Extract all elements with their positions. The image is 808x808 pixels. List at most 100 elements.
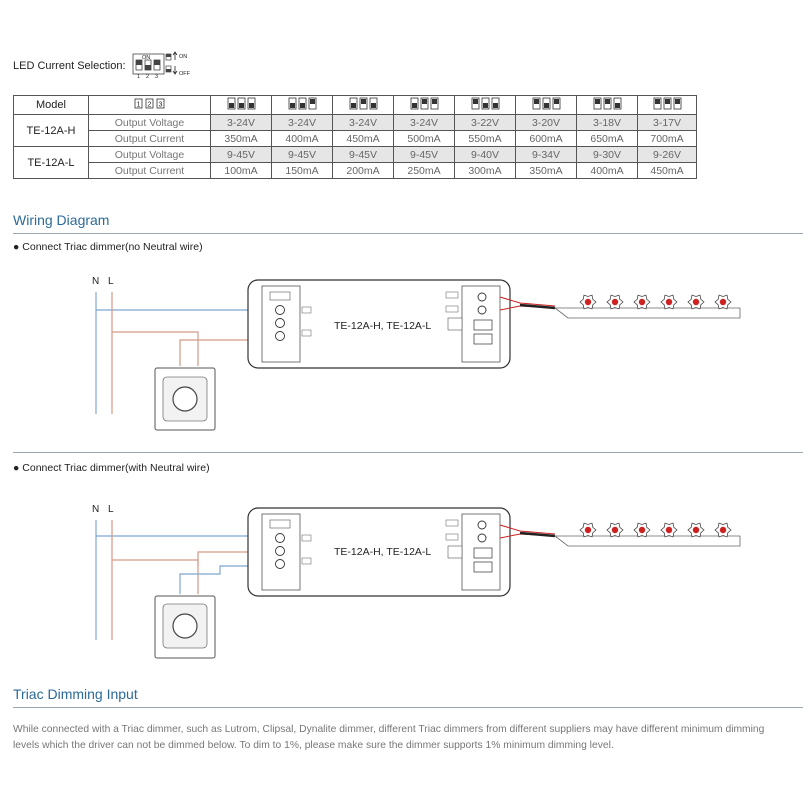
dip-switch-knob — [675, 98, 680, 104]
dip-switch-knob — [615, 102, 620, 108]
current-cell: 450mA — [332, 130, 394, 147]
voltage-cell: 9-45V — [210, 146, 272, 163]
voltage-cell: 9-45V — [393, 146, 455, 163]
dip-switch-numbers-icon: 1 2 3 — [88, 95, 211, 115]
current-cell: 200mA — [332, 162, 394, 179]
dip-switch-on-text: ON — [142, 55, 150, 61]
voltage-cell: 9-30V — [576, 146, 638, 163]
voltage-cell: 9-45V — [271, 146, 333, 163]
dip-switch-number-1: 1 — [137, 74, 140, 80]
diagram2-caption-text: Connect Triac dimmer(with Neutral wire) — [22, 462, 210, 474]
dip-switch-knob — [655, 98, 660, 104]
dip-switch-knob — [665, 98, 670, 104]
led-emitter-core — [665, 298, 673, 306]
dip-switch-knob — [483, 102, 488, 108]
diagram1-caption-text: Connect Triac dimmer(no Neutral wire) — [22, 241, 203, 253]
led-emitter-core — [719, 298, 727, 306]
triac-dimmer — [154, 595, 216, 659]
dip-setting-icon — [576, 95, 638, 115]
wiring-diagram-title: Wiring Diagram — [13, 212, 110, 228]
current-cell: 550mA — [454, 130, 516, 147]
voltage-cell: 3-17V — [637, 114, 697, 131]
voltage-cell: 9-34V — [515, 146, 577, 163]
current-cell: 150mA — [271, 162, 333, 179]
dip-switch-knob — [239, 102, 244, 108]
current-cell: 600mA — [515, 130, 577, 147]
neutral-wire — [95, 520, 263, 640]
model-te-12a-h: TE-12A-H — [13, 114, 89, 147]
led-driver-unit: TE-12A-H, TE-12A-L — [247, 507, 511, 597]
wiring-diagram-with-neutral: N L TE-12A-H, TE-12A-L — [92, 504, 741, 659]
dip-switch-knob — [371, 102, 376, 108]
voltage-cell: 3-22V — [454, 114, 516, 131]
output-current-label: Output Current — [88, 130, 211, 147]
voltage-cell: 9-26V — [637, 146, 697, 163]
diagram1-caption: ● Connect Triac dimmer(no Neutral wire) — [13, 241, 203, 253]
dip-switch-number-3: 3 — [155, 74, 158, 80]
n-label: N — [92, 504, 99, 515]
led-emitter-core — [611, 298, 619, 306]
diagram2-caption: ● Connect Triac dimmer(with Neutral wire… — [13, 462, 210, 474]
dip-switch-knob — [544, 102, 549, 108]
current-cell: 700mA — [637, 130, 697, 147]
dip-switch-knob — [290, 102, 295, 108]
table-header-row: Model 1 2 3 — [13, 95, 697, 115]
dimmed-live-wire — [197, 551, 263, 566]
dip-switch-knob — [534, 98, 539, 104]
dip-setting-icon — [515, 95, 577, 115]
current-cell: 100mA — [210, 162, 272, 179]
current-cell: 450mA — [637, 162, 697, 179]
section-divider — [13, 707, 803, 708]
spec-table: Model 1 2 3 TE-12A-H Output Voltage 3-24… — [13, 95, 697, 179]
voltage-cell: 9-45V — [332, 146, 394, 163]
table-row: Output Current 100mA 150mA 200mA 250mA 3… — [14, 162, 697, 179]
section-divider — [13, 233, 803, 234]
current-cell: 400mA — [271, 130, 333, 147]
dip-switch-knob — [310, 98, 315, 104]
output-current-label: Output Current — [88, 162, 211, 179]
led-emitter-core — [584, 298, 592, 306]
dip-switch-knob — [351, 102, 356, 108]
led-current-selection-label: LED Current Selection: — [13, 60, 126, 72]
dip-switch-knob — [412, 102, 417, 108]
triac-dimming-paragraph: While connected with a Triac dimmer, suc… — [13, 724, 765, 751]
voltage-cell: 3-24V — [271, 114, 333, 131]
header-switch-2: 2 — [147, 101, 151, 108]
led-emitter-core — [611, 526, 619, 534]
dip-switch-knob — [229, 102, 234, 108]
neutral-wire — [95, 292, 263, 414]
header-switch-1: 1 — [136, 101, 140, 108]
dip-setting-icon — [210, 95, 272, 115]
dip-switch-knob — [595, 98, 600, 104]
dip-switch-knob — [605, 98, 610, 104]
dip-setting-icon — [393, 95, 455, 115]
dimmed-live-wire — [179, 339, 263, 366]
triac-dimming-title: Triac Dimming Input — [13, 686, 138, 702]
led-strip — [553, 307, 741, 319]
dip-setting-icon — [454, 95, 516, 115]
header-switch-3: 3 — [158, 101, 162, 108]
led-emitter-core — [584, 526, 592, 534]
voltage-cell: 3-24V — [332, 114, 394, 131]
legend-off-text: OFF — [179, 71, 191, 77]
l-label: L — [108, 276, 114, 287]
current-cell: 650mA — [576, 130, 638, 147]
output-cable — [519, 531, 556, 538]
dip-setting-icon — [271, 95, 333, 115]
led-emitter-core — [692, 526, 700, 534]
table-row: Output Current 350mA 400mA 450mA 500mA 5… — [14, 130, 697, 147]
live-wire — [111, 292, 199, 414]
section-divider — [13, 452, 803, 453]
led-driver-unit: TE-12A-H, TE-12A-L — [247, 279, 511, 369]
model-te-12a-l: TE-12A-L — [13, 146, 89, 179]
voltage-cell: 9-40V — [454, 146, 516, 163]
dip-switch-knob — [473, 98, 478, 104]
dip-switch-knob — [432, 98, 437, 104]
led-emitter-core — [719, 526, 727, 534]
n-label: N — [92, 276, 99, 287]
legend-on-text: ON — [179, 54, 187, 60]
led-emitter-core — [692, 298, 700, 306]
current-cell: 400mA — [576, 162, 638, 179]
dip-switch-knob — [493, 102, 498, 108]
dip-switch-number-2: 2 — [146, 74, 149, 80]
